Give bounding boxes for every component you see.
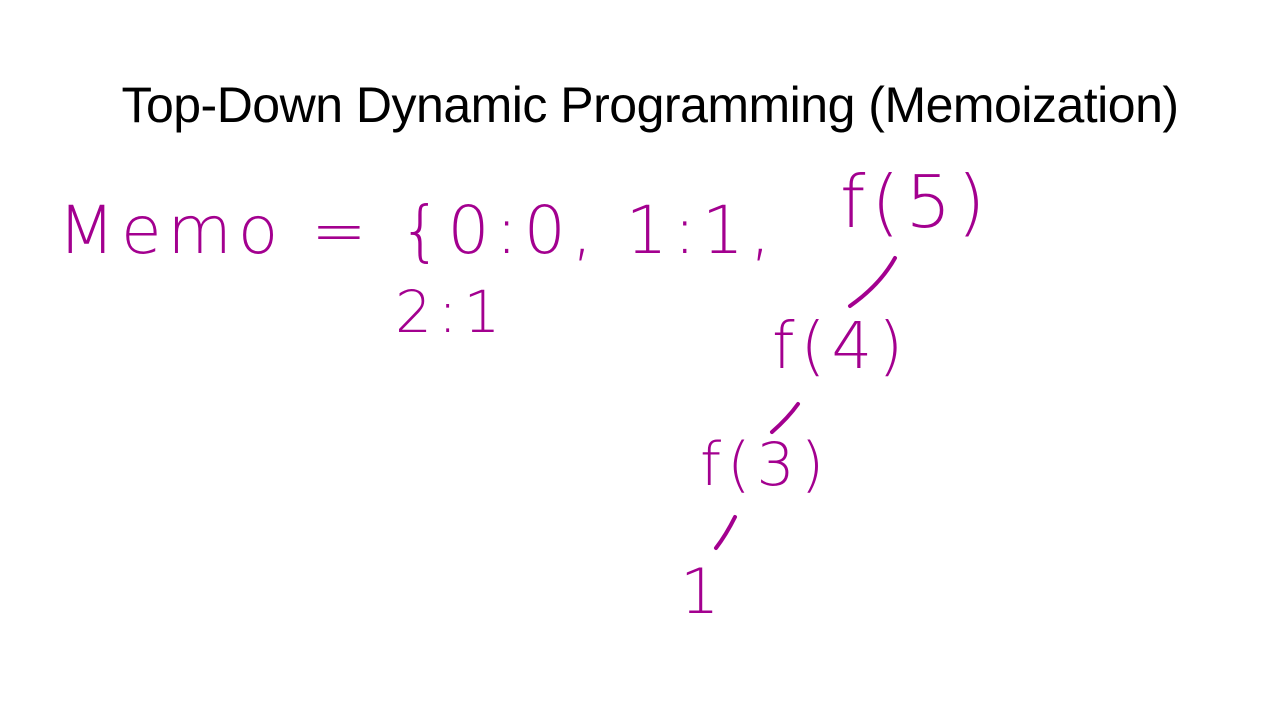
edge-f4-f3 bbox=[770, 402, 800, 434]
edge-f3-leaf bbox=[714, 515, 737, 550]
tree-node-leaf: 1 bbox=[680, 555, 726, 628]
memo-line-2: 2:1 bbox=[395, 278, 507, 346]
tree-node-f4: f(4) bbox=[772, 310, 910, 384]
edge-f5-f4 bbox=[848, 256, 897, 308]
memo-line-1: Memo = {0:0, 1:1, bbox=[58, 192, 777, 269]
slide-title: Top-Down Dynamic Programming (Memoizatio… bbox=[121, 77, 1179, 133]
tree-node-f5: f(5) bbox=[840, 160, 992, 244]
tree-node-f3: f(3) bbox=[700, 430, 831, 500]
